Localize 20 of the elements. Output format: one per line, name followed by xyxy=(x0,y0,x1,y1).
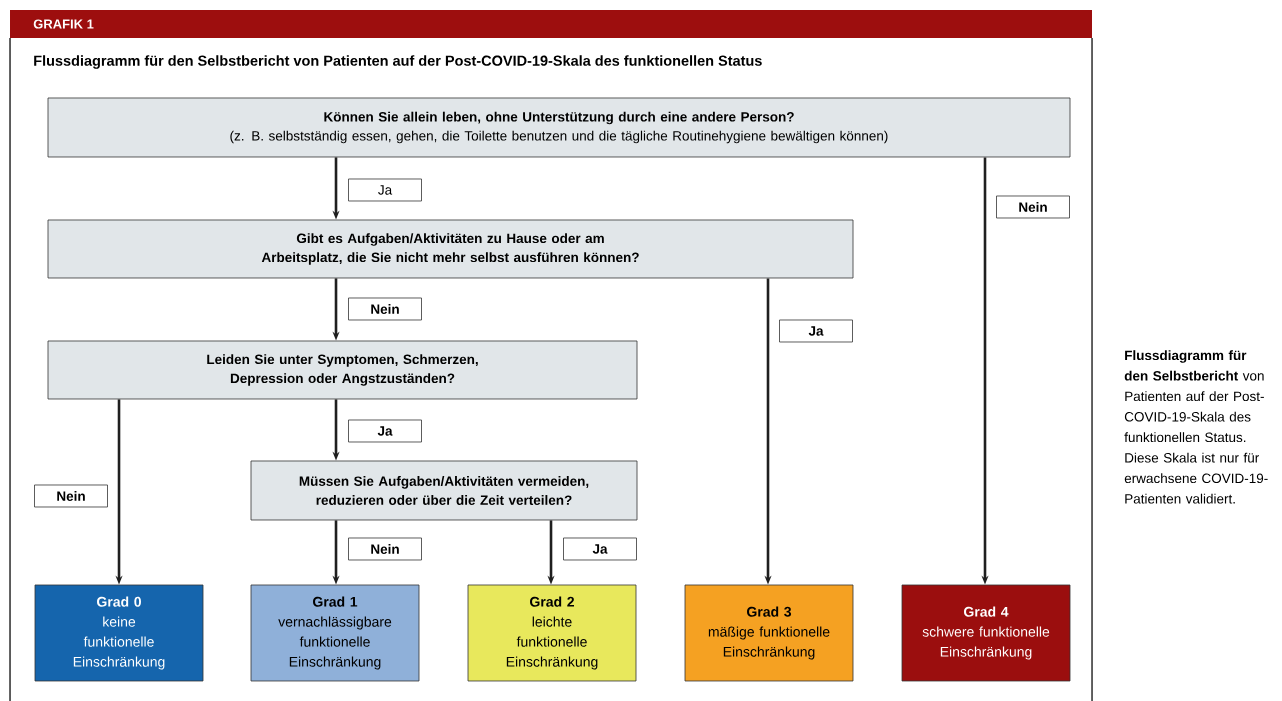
question-box: Gibt es Aufgaben/Aktivitäten zu Hause oder am Arbeitsplatz, die Sie nicht mehr selbst ausführen können? xyxy=(47,219,854,279)
edge-label: Nein xyxy=(348,297,422,321)
edge-label: Nein xyxy=(348,537,422,561)
grade-box: Grad 0 keine funktionelle Einschränkung xyxy=(34,584,204,682)
caption: Flussdiagramm für den Selbstbericht von Patienten auf der Post-COVID-19-Skala des funktionellen Status. Diese Skala ist nur für erwachsene COVID-19-Patienten validiert. xyxy=(1124,350,1268,504)
question-box: Leiden Sie unter Symptomen, Schmerzen, Depression oder Angstzuständen? xyxy=(47,340,638,400)
header-band: GRAFIK 1 xyxy=(10,10,1092,38)
grade-box: Grad 2 leichte funktionelle Einschränkung xyxy=(467,584,637,682)
grade-box: Grad 1 vernachlässigbare funktionelle Einschränkung xyxy=(250,584,420,682)
title: Flussdiagramm für den Selbstbericht von Patienten auf der Post-COVID-19-Skala des funktionellen Status xyxy=(34,55,762,69)
edge-label: Ja xyxy=(348,178,422,202)
grade-box: Grad 4 schwere funktionelle Einschränkung xyxy=(901,584,1071,682)
edge-label: Nein xyxy=(996,195,1070,219)
question-box: Müssen Sie Aufgaben/Aktivitäten vermeiden, reduzieren oder über die Zeit verteilen? xyxy=(250,460,638,521)
edge-label: Ja xyxy=(348,419,422,443)
grade-box: Grad 3 mäßige funktionelle Einschränkung xyxy=(684,584,854,682)
edge-label: Ja xyxy=(779,319,853,343)
edge-label: Ja xyxy=(563,537,637,561)
edge-label: Nein xyxy=(34,484,108,508)
question-box: Können Sie allein leben, ohne Unterstützung durch eine andere Person? (z. B. selbstständig essen, gehen, die Toilette benutzen und die tägliche Routinehygiene bewältigen können) xyxy=(47,97,1071,158)
